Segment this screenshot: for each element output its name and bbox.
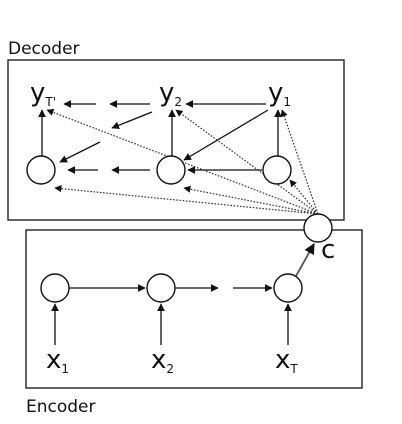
encoder-to-context-arrow: [295, 243, 315, 277]
context-label: c: [321, 235, 335, 265]
encoder-node-1: [40, 273, 70, 303]
decoder-label: Decoder: [8, 39, 80, 59]
decoder-node-2: [156, 155, 186, 185]
decoder-node-1: [262, 155, 292, 185]
encoder-input-arrows: [51, 303, 292, 345]
input-x-1: x1: [46, 345, 69, 376]
output-y-1: y1: [268, 78, 291, 109]
decoder-vertical-arrows: [38, 109, 282, 156]
output-y-t-prime: yT': [30, 78, 56, 109]
context-node: [303, 213, 333, 243]
decoder-box: [7, 59, 345, 221]
decoder-node-t-prime: [26, 155, 56, 185]
encoder-label: Encoder: [26, 397, 96, 417]
encoder-node-t: [273, 273, 303, 303]
encoder-node-2: [146, 273, 176, 303]
input-x-t: xT: [275, 345, 298, 376]
decoder-feedback-arrows: [59, 109, 269, 163]
output-y-2: y2: [159, 78, 182, 109]
encoder-box: [25, 229, 363, 389]
input-x-2: x2: [151, 345, 174, 376]
